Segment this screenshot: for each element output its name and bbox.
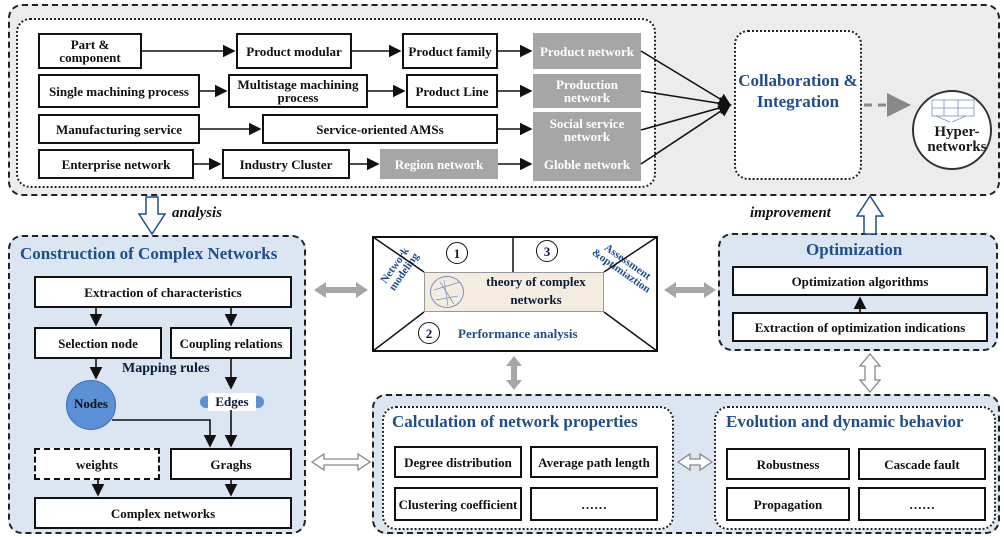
arrow-converge-3 xyxy=(640,101,732,131)
optimization-algorithms-box: Optimization algorithms xyxy=(732,266,988,296)
coupling-relations-box: Coupling relations xyxy=(170,327,292,359)
circle-1-icon: 1 xyxy=(446,242,468,264)
double-arrow-center-down xyxy=(506,356,522,390)
degree-distribution-box: Degree distribution xyxy=(394,446,522,478)
performance-text: Performance analysis xyxy=(458,326,578,341)
hypernetwork-icon xyxy=(931,99,975,123)
arrow-converge-4 xyxy=(640,104,732,165)
calculation-title: Calculation of network properties xyxy=(392,412,638,431)
globle-network-box: Globle network xyxy=(533,147,641,181)
product-modular-box: Product modular xyxy=(236,33,352,69)
selection-node-box: Selection node xyxy=(34,327,162,359)
industry-cluster-box: Industry Cluster xyxy=(222,149,350,179)
arrow-converge-1 xyxy=(640,50,732,106)
nodes-circle xyxy=(66,380,116,430)
edges-label: Edges xyxy=(208,393,256,411)
hyper-networks-text: Hyper-networks xyxy=(927,124,987,155)
service-oriented-amss-box: Service-oriented AMSs xyxy=(262,114,498,144)
double-arrow-center-right xyxy=(664,282,716,298)
analysis-arrow-icon xyxy=(137,196,167,236)
arrow-converge-2 xyxy=(640,90,732,110)
hollow-arrow-left xyxy=(310,452,372,472)
nodes-label: Nodes xyxy=(74,396,108,411)
propagation-box: Propagation xyxy=(726,487,850,521)
network-icon xyxy=(430,276,464,308)
improvement-label: improvement xyxy=(750,205,831,221)
region-network-box: Region network xyxy=(380,149,498,179)
analysis-label: analysis xyxy=(172,205,223,221)
hollow-arrow-mid xyxy=(676,452,714,472)
graghs-box: Graghs xyxy=(170,448,292,480)
circle-2-icon: 2 xyxy=(418,322,440,344)
hyper-networks-circle xyxy=(912,90,992,170)
clustering-coefficient-box: Clustering coefficient xyxy=(394,487,522,521)
circle-3-icon: 3 xyxy=(536,240,558,262)
evolution-title: Evolution and dynamic behavior xyxy=(726,412,964,431)
improvement-arrow-icon xyxy=(855,194,885,235)
collaboration-integration-text: Collaboration & Integration xyxy=(738,71,858,111)
hollow-arrow-right-vertical xyxy=(858,352,882,394)
product-line-box: Product Line xyxy=(406,74,498,108)
product-family-box: Product family xyxy=(402,33,498,69)
cascade-fault-box: Cascade fault xyxy=(858,448,986,480)
weights-box: weights xyxy=(34,448,160,480)
product-network-box: Product network xyxy=(533,33,641,69)
optimization-indications-box: Extraction of optimization indications xyxy=(732,312,988,342)
construction-title: Construction of Complex Networks xyxy=(20,244,278,263)
robustness-box: Robustness xyxy=(726,448,850,480)
evolution-more-box: …… xyxy=(858,487,986,521)
single-machining-box: Single machining process xyxy=(38,74,200,108)
enterprise-network-box: Enterprise network xyxy=(38,149,194,179)
collaboration-panel xyxy=(734,30,862,180)
complex-networks-box: Complex networks xyxy=(34,497,292,529)
multistage-machining-box: Multistage machining process xyxy=(228,74,368,108)
optimization-title: Optimization xyxy=(806,240,903,259)
arrow-c5 xyxy=(112,419,217,448)
part-component-box: Part & component xyxy=(38,33,142,69)
production-network-box: Production network xyxy=(533,74,641,108)
social-service-network-box: Social service network xyxy=(533,112,641,148)
manufacturing-service-box: Manufacturing service xyxy=(38,114,200,144)
extraction-characteristics-box: Extraction of characteristics xyxy=(34,276,292,308)
calculation-more-box: …… xyxy=(530,487,658,521)
mapping-rules-label: Mapping rules xyxy=(122,361,210,376)
double-arrow-left-center xyxy=(314,282,368,298)
theory-text: theory of complex networks xyxy=(486,274,586,307)
complex-network-sketch xyxy=(433,279,461,307)
average-path-box: Average path length xyxy=(530,446,658,478)
